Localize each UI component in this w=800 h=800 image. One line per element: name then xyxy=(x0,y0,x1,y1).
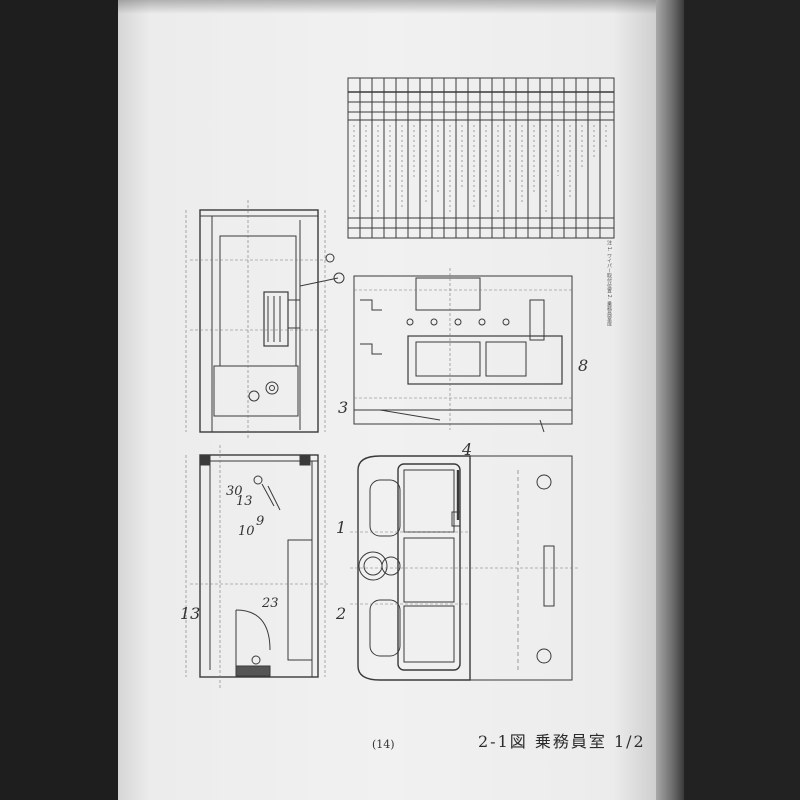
ref-label-13-mid: 13 xyxy=(236,494,253,509)
ref-label-13-left: 13 xyxy=(180,604,201,623)
ref-label-23: 23 xyxy=(262,596,279,611)
page-number: (14) xyxy=(372,738,395,751)
ref-label-10: 10 xyxy=(238,524,255,539)
figure-caption: 2-1図 乗務員室 1/2 xyxy=(478,732,646,751)
drawing-notes: 注 1. ワイパー取付位置 2. 乗務員室扉 xyxy=(606,240,612,326)
ref-label-2: 2 xyxy=(336,604,347,623)
parts-table xyxy=(347,77,615,239)
page-shadow xyxy=(118,0,684,14)
side-elevation xyxy=(353,268,573,433)
ref-label-30: 30 xyxy=(226,484,243,499)
plan-view-lower xyxy=(185,445,330,690)
ref-label-4: 4 xyxy=(462,440,473,459)
ref-label-3: 3 xyxy=(338,398,349,417)
ref-label-9: 9 xyxy=(256,514,265,529)
front-view xyxy=(350,455,580,681)
book-spine xyxy=(684,0,800,800)
page-edge xyxy=(656,0,684,800)
document-page xyxy=(118,0,656,800)
ref-label-8: 8 xyxy=(578,356,589,375)
plan-view-upper xyxy=(185,200,345,440)
ref-label-1: 1 xyxy=(336,518,347,537)
